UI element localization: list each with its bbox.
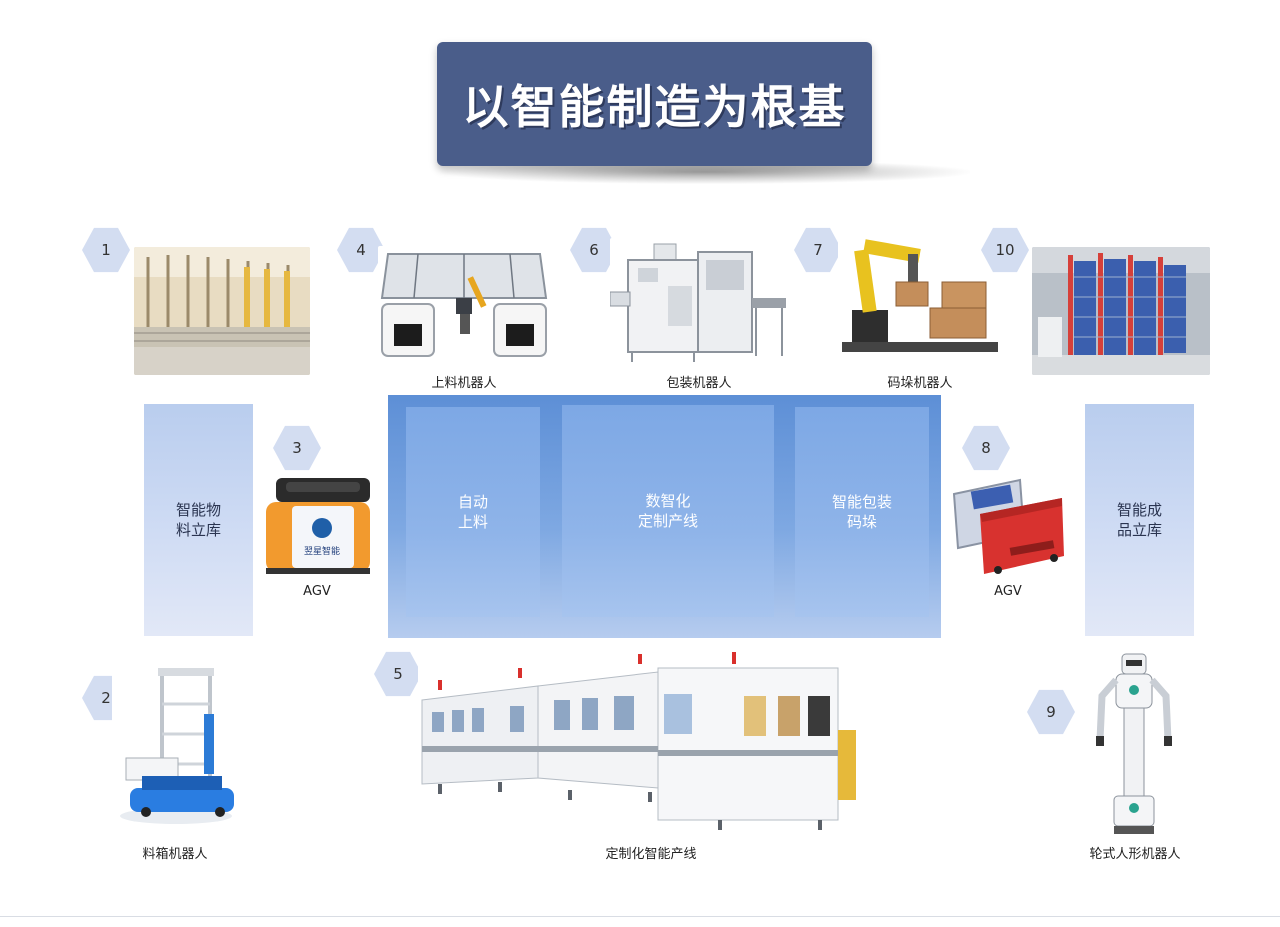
- badge-3: 3: [273, 425, 321, 471]
- panel-product-warehouse: 智能成 品立库: [1085, 404, 1194, 636]
- panel-material-warehouse: 智能物 料立库: [144, 404, 253, 636]
- cell-pack-stack-line1: 智能包装: [831, 493, 892, 511]
- panel-product-line2: 品立库: [1116, 521, 1162, 539]
- agv-brand-text: 翌星智能: [304, 545, 340, 557]
- cell-digital-line2: 定制产线: [637, 512, 698, 530]
- panel-material-line1: 智能物: [175, 501, 221, 519]
- caption-packing-robot: 包装机器人: [666, 376, 732, 391]
- agv-right-image: [950, 474, 1066, 578]
- cell-digital-line: 数智化 定制产线: [562, 405, 774, 617]
- badge-8: 8: [962, 425, 1010, 471]
- bottom-divider: [0, 916, 1280, 917]
- cell-pack-stack: 智能包装 码垛: [795, 407, 929, 617]
- loading-robot-image: [378, 246, 550, 370]
- caption-humanoid-robot: 轮式人形机器人: [1089, 847, 1181, 862]
- caption-agv-right: AGV: [994, 584, 1022, 599]
- palletizing-robot-image: [838, 238, 1002, 358]
- badge-5: 5: [374, 651, 422, 697]
- cell-auto-loading: 自动 上料: [406, 407, 540, 617]
- badge-1: 1: [82, 227, 130, 273]
- cell-auto-loading-line2: 上料: [457, 513, 488, 531]
- agv-left-image: 翌星智能: [262, 474, 372, 578]
- page-title: 以智能制造为根基: [462, 80, 847, 134]
- custom-line-image: [418, 650, 858, 832]
- panel-material-line2: 料立库: [175, 521, 221, 539]
- badge-7: 7: [794, 227, 842, 273]
- cell-digital-line1: 数智化: [645, 492, 691, 510]
- packing-robot-image: [610, 238, 788, 370]
- caption-custom-line: 定制化智能产线: [605, 847, 697, 862]
- cell-pack-stack-line2: 码垛: [846, 513, 877, 531]
- warehouse-photo-right: [1032, 247, 1210, 375]
- bin-robot-image: [112, 664, 238, 830]
- caption-agv-left: AGV: [303, 584, 331, 599]
- caption-loading-robot: 上料机器人: [431, 376, 497, 391]
- warehouse-photo-left: [134, 247, 310, 375]
- title-banner: 以智能制造为根基: [437, 42, 872, 166]
- humanoid-robot-image: [1092, 650, 1176, 838]
- badge-9: 9: [1027, 689, 1075, 735]
- cell-auto-loading-line1: 自动: [457, 493, 488, 511]
- panel-product-line1: 智能成: [1116, 501, 1162, 519]
- caption-palletizing-robot: 码垛机器人: [887, 376, 953, 391]
- caption-bin-robot: 料箱机器人: [142, 847, 208, 862]
